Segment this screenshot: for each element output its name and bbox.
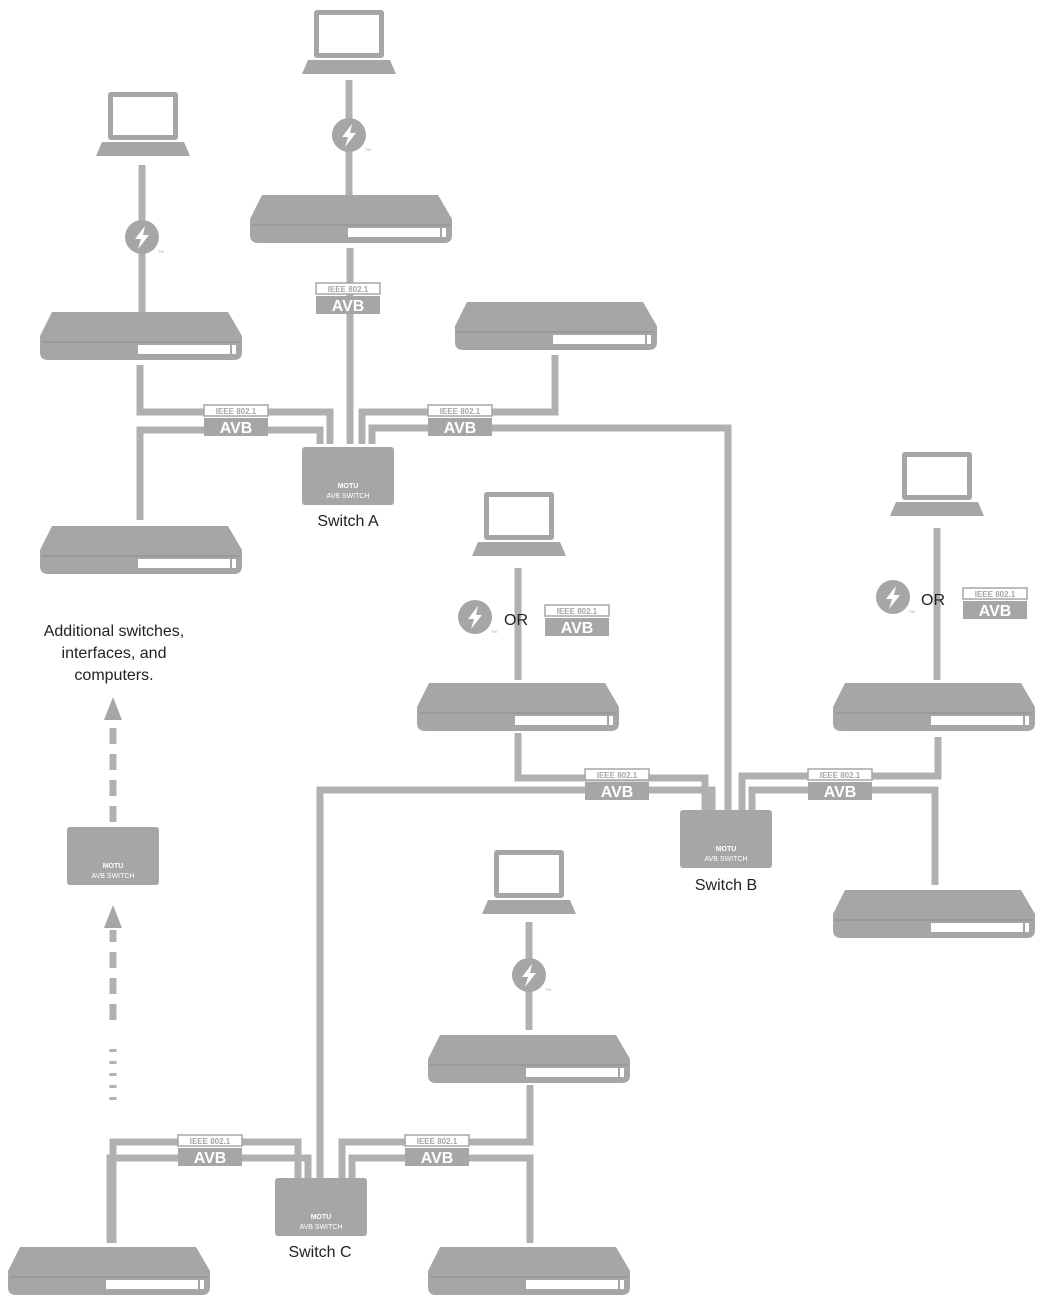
- switch-b: Switch B: [680, 810, 772, 894]
- audio-interface-icon: [7, 1246, 211, 1296]
- thunderbolt-icon: [332, 118, 371, 152]
- avb-badge: [404, 1134, 470, 1168]
- cable-a-b-link: [368, 424, 732, 810]
- audio-interface-icon: [454, 301, 658, 351]
- laptop-icon: [472, 492, 566, 556]
- avb-switch-icon: [67, 827, 159, 885]
- audio-interface-icon: [39, 525, 243, 575]
- additional-switches-note: Additional switches, interfaces, and com…: [44, 623, 185, 684]
- or-label: OR: [921, 592, 945, 609]
- thunderbolt-icon: [458, 600, 497, 634]
- note-line: interfaces, and: [62, 645, 167, 662]
- audio-interface-icon: [427, 1246, 631, 1296]
- laptop-icon: [96, 92, 190, 156]
- audio-interface-icon: [416, 682, 620, 732]
- avb-badge: [427, 404, 493, 438]
- laptop-icon: [890, 452, 984, 516]
- switch-a: Switch A: [302, 447, 394, 530]
- avb-switch-icon: [680, 810, 772, 868]
- thunderbolt-icon: [125, 220, 164, 254]
- avb-badge: [584, 768, 650, 802]
- audio-interface-icon: [832, 889, 1036, 939]
- arrow-up-icon: [104, 905, 122, 928]
- switch-b-label: Switch B: [695, 877, 757, 894]
- avb-badge: [177, 1134, 243, 1168]
- laptop-icon: [482, 850, 576, 914]
- note-line: computers.: [74, 667, 153, 684]
- switch-a-label: Switch A: [317, 513, 379, 530]
- audio-interface-icon: [39, 311, 243, 361]
- note-line: Additional switches,: [44, 623, 185, 640]
- cable-c-3: [348, 1154, 534, 1243]
- arrow-up-icon: [104, 697, 122, 720]
- avb-badge: [203, 404, 269, 438]
- switch-c-label: Switch C: [288, 1244, 351, 1261]
- cable-b-c-link: [316, 786, 716, 1178]
- audio-interface-icon: [832, 682, 1036, 732]
- thunderbolt-icon: [876, 580, 915, 614]
- or-label: OR: [504, 612, 528, 629]
- avb-badge: [315, 282, 381, 316]
- expansion-arrows: [67, 697, 159, 1100]
- avb-switch-icon: [302, 447, 394, 505]
- audio-interface-icon: [249, 194, 453, 244]
- audio-interface-icon: [427, 1034, 631, 1084]
- cable-a-2: [136, 426, 324, 520]
- avb-badge: [807, 768, 873, 802]
- thunderbolt-icon: [512, 958, 551, 992]
- laptop-icon: [302, 10, 396, 74]
- avb-badge: [962, 587, 1028, 621]
- avb-switch-icon: [275, 1178, 367, 1236]
- switch-c: Switch C: [275, 1178, 367, 1261]
- avb-badge: [544, 604, 610, 638]
- cable-b-3: [748, 786, 939, 885]
